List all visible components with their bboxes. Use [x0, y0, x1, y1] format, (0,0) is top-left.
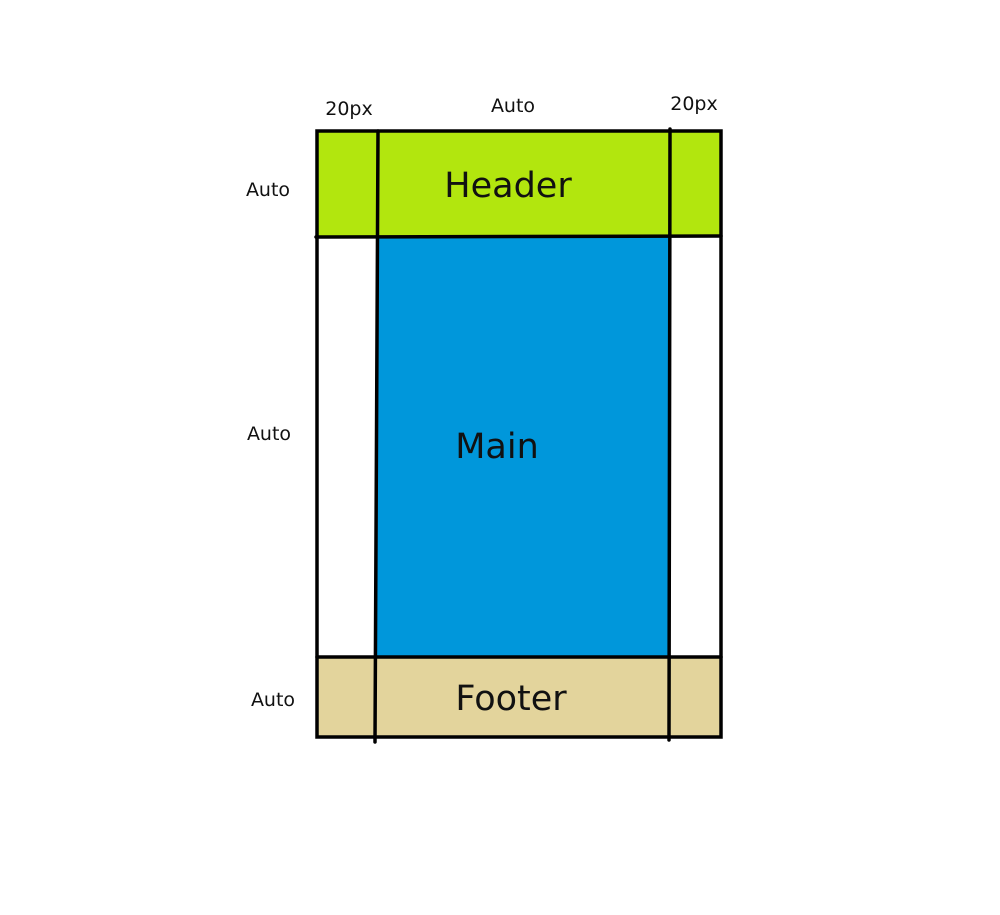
grid-outline: [315, 129, 723, 739]
main-label: Main: [455, 427, 539, 467]
row-label-middle: Auto: [247, 423, 291, 445]
column-label-center: Auto: [491, 95, 535, 117]
column-label-right: 20px: [670, 93, 717, 115]
footer-label: Footer: [455, 679, 567, 719]
row-label-bottom: Auto: [251, 689, 295, 711]
header-label: Header: [444, 166, 572, 206]
grid-line-horizontal-top: [314, 234, 723, 239]
footer-area: [317, 657, 721, 737]
grid-line-vertical-right: [667, 127, 672, 742]
main-area: [377, 237, 670, 657]
grid-lines: [314, 127, 723, 744]
left-side-cell: [317, 237, 377, 657]
row-label-top: Auto: [246, 179, 290, 201]
grid-line-vertical-left: [373, 129, 380, 744]
right-side-cell: [670, 237, 721, 657]
column-label-left: 20px: [325, 98, 372, 120]
header-area: [317, 131, 721, 237]
